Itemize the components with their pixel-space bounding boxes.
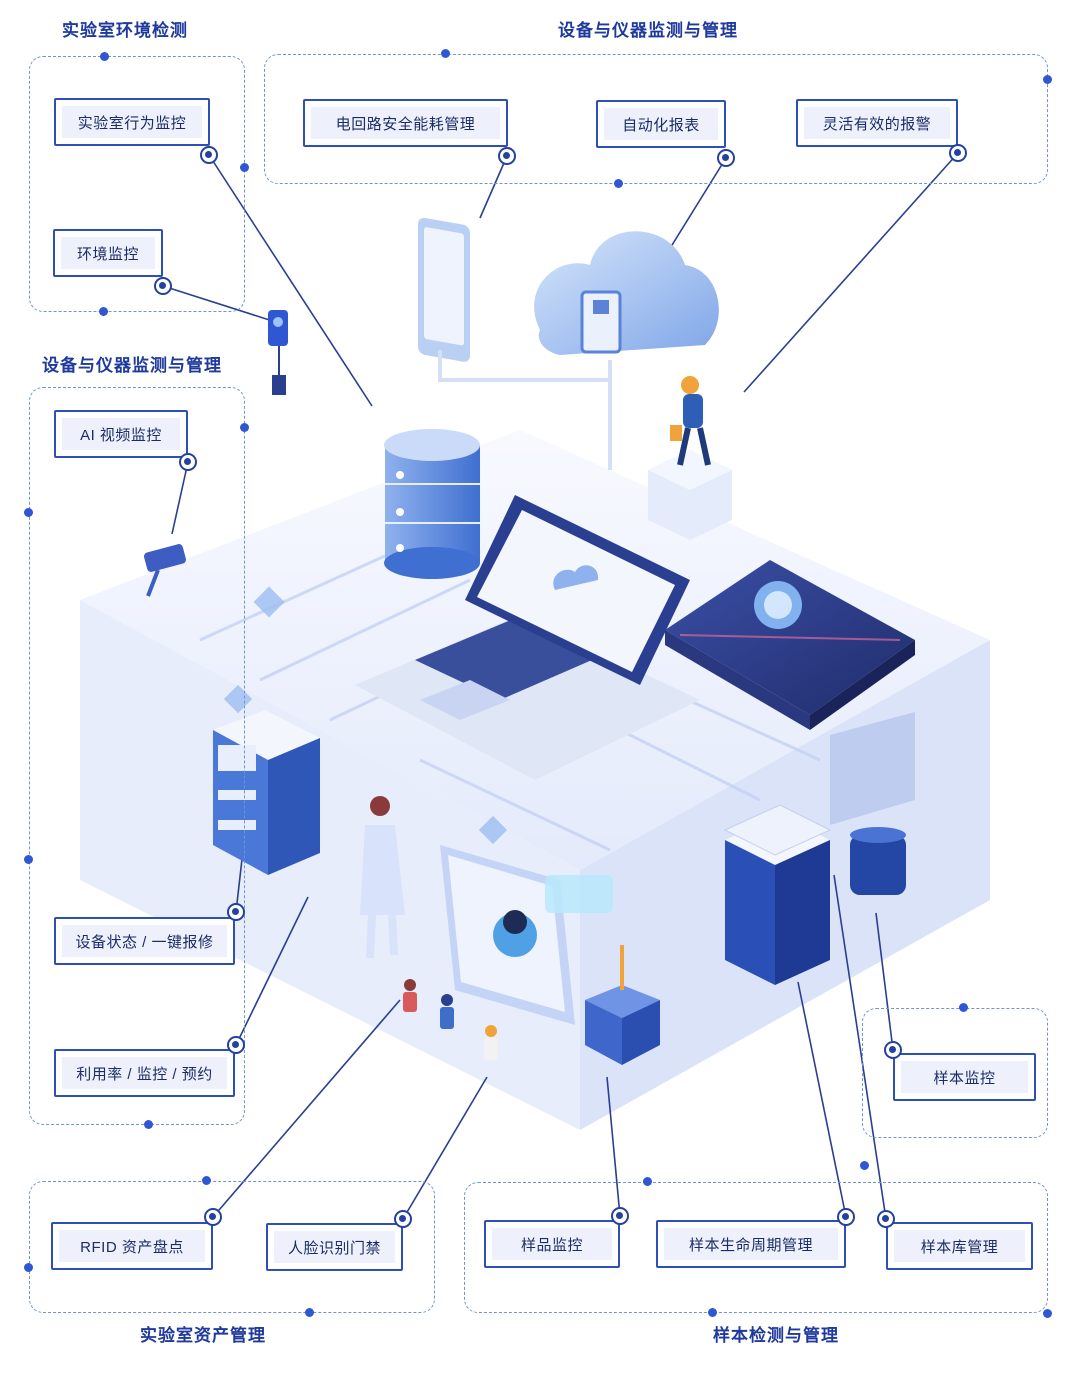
group-dot (305, 1308, 314, 1317)
connector-node (227, 903, 245, 921)
utilization-box[interactable]: 利用率 / 监控 / 预约 (54, 1049, 235, 1097)
asset-group-box (29, 1181, 435, 1313)
lifecycle-box[interactable]: 样本生命周期管理 (656, 1220, 846, 1268)
group-dot (614, 179, 623, 188)
env-monitor-label: 环境监控 (76, 245, 139, 263)
cabinet (723, 804, 832, 985)
connector-node (200, 146, 218, 164)
laptop (355, 495, 700, 780)
group-dot (959, 1003, 968, 1012)
circuit-energy-label: 电回路安全能耗管理 (335, 115, 476, 133)
sample-group-box (464, 1182, 1048, 1313)
alarm-label: 灵活有效的报警 (822, 115, 932, 133)
group-dot (202, 1176, 211, 1185)
group-dot (100, 52, 109, 61)
ai-video-monitor-box[interactable]: AI 视频监控 (54, 410, 188, 458)
group-dot (24, 1263, 33, 1272)
security-camera (143, 544, 187, 597)
group-dot (99, 307, 108, 316)
device-top-group-box (264, 54, 1048, 184)
asset-group-title: 实验室资产管理 (140, 1326, 266, 1345)
sample-library-box[interactable]: 样本库管理 (886, 1222, 1033, 1270)
connector-lines (162, 152, 959, 1220)
storage-tank (830, 712, 915, 895)
rfid-asset-label: RFID 资产盘点 (80, 1238, 184, 1256)
sample-monitor-group-box (862, 1008, 1048, 1138)
group-dot (708, 1308, 717, 1317)
connector-node (498, 147, 516, 165)
network-pad (665, 560, 915, 730)
behavior-monitor-box[interactable]: 实验室行为监控 (54, 98, 210, 146)
ai-video-monitor-label: AI 视频监控 (80, 426, 162, 444)
connector-node (611, 1207, 629, 1225)
group-dot (643, 1177, 652, 1186)
server-rack (213, 710, 320, 875)
person-on-cube (648, 376, 732, 540)
sample-library-label: 样本库管理 (920, 1238, 999, 1256)
goods-monitor-label: 样品监控 (520, 1236, 583, 1254)
sample-monitor-box[interactable]: 样本监控 (893, 1053, 1036, 1101)
connector-node (949, 144, 967, 162)
connector-node (717, 149, 735, 167)
sample-device (585, 945, 660, 1065)
connector-node (204, 1208, 222, 1226)
device-left-group-title: 设备与仪器监测与管理 (42, 356, 222, 375)
scientist (360, 796, 405, 959)
group-dot (240, 423, 249, 432)
env-group-box (29, 56, 245, 312)
behavior-monitor-label: 实验室行为监控 (77, 114, 187, 132)
alarm-box[interactable]: 灵活有效的报警 (796, 99, 958, 147)
connector-node (179, 453, 197, 471)
device-top-group-title: 设备与仪器监测与管理 (558, 21, 738, 40)
connector-node (837, 1208, 855, 1226)
lifecycle-label: 样本生命周期管理 (688, 1236, 813, 1254)
connector-node (154, 277, 172, 295)
utilization-label: 利用率 / 监控 / 预约 (76, 1065, 213, 1083)
tablet (418, 217, 612, 470)
device-left-group-box (29, 387, 245, 1125)
group-dot (1043, 1309, 1052, 1318)
cloud (534, 231, 719, 470)
connector-node (394, 1210, 412, 1228)
group-dot (24, 855, 33, 864)
video-monitor (440, 845, 613, 1025)
rfid-asset-box[interactable]: RFID 资产盘点 (51, 1222, 213, 1270)
face-access-box[interactable]: 人脸识别门禁 (266, 1223, 403, 1271)
connector-node (884, 1041, 902, 1059)
group-dot (240, 163, 249, 172)
database (384, 429, 480, 579)
connector-node (877, 1210, 895, 1228)
auto-report-label: 自动化报表 (622, 116, 700, 134)
group-dot (24, 508, 33, 517)
sample-monitor-label: 样本监控 (933, 1069, 996, 1087)
audience (403, 979, 498, 1060)
device-status-label: 设备状态 / 一键报修 (75, 933, 214, 951)
circuit-energy-box[interactable]: 电回路安全能耗管理 (303, 99, 508, 147)
env-monitor-box[interactable]: 环境监控 (53, 229, 163, 277)
node-cubes (223, 586, 508, 845)
env-group-title: 实验室环境检测 (62, 21, 188, 40)
group-dot (441, 49, 450, 58)
group-dot (144, 1120, 153, 1129)
group-dot (1043, 75, 1052, 84)
auto-report-box[interactable]: 自动化报表 (596, 100, 726, 148)
device-status-box[interactable]: 设备状态 / 一键报修 (54, 917, 235, 965)
connector-node (227, 1036, 245, 1054)
goods-monitor-box[interactable]: 样品监控 (484, 1220, 620, 1268)
sample-group-title: 样本检测与管理 (713, 1326, 839, 1345)
face-access-label: 人脸识别门禁 (287, 1239, 381, 1257)
group-dot (860, 1161, 869, 1170)
env-sensor (268, 310, 288, 395)
